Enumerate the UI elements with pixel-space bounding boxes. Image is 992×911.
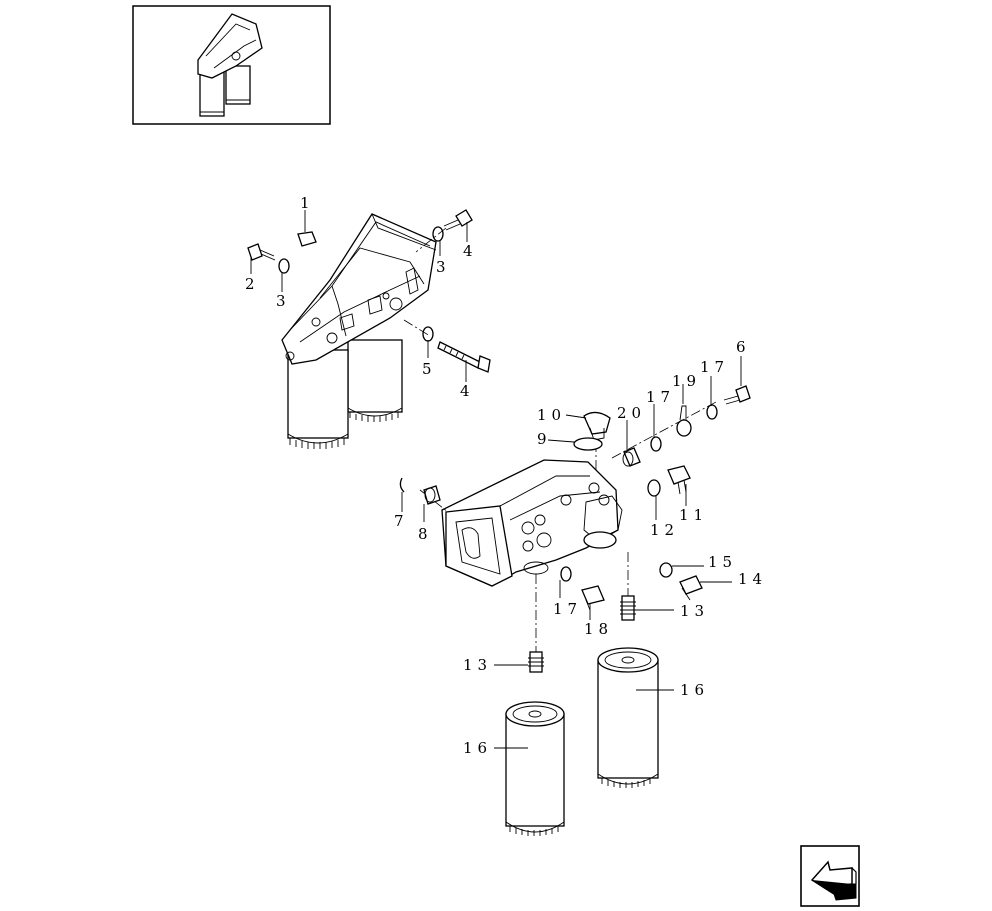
callout-13-left: 13	[463, 656, 492, 674]
part-18-plug	[581, 585, 605, 620]
callout-15: 15	[708, 553, 737, 571]
part-4-long-bolt	[437, 341, 491, 382]
callout-1: 1	[300, 194, 315, 212]
part-2-bolt	[247, 243, 276, 274]
callout-3-left: 3	[276, 292, 291, 310]
callout-17-mid: 17	[646, 388, 675, 406]
callout-11: 11	[679, 506, 708, 524]
part-17-washer-mid	[650, 404, 662, 452]
part-15-washer	[659, 562, 704, 578]
arrow-back-icon	[810, 860, 857, 901]
callout-8: 8	[418, 525, 433, 543]
callout-17-top: 17	[700, 358, 729, 376]
upper-filter-front	[287, 349, 349, 449]
part-20-fitting	[622, 420, 641, 467]
callout-12: 12	[650, 521, 679, 539]
part-8-sleeve	[423, 485, 441, 522]
callout-4-bottom: 4	[460, 382, 475, 400]
thumbnail-assembly-icon	[197, 13, 263, 117]
part-14-plug	[679, 575, 732, 601]
part-5-washer	[422, 326, 434, 358]
upper-filter-assembly	[281, 213, 437, 449]
part-1-nut	[297, 210, 317, 247]
callout-18: 18	[584, 620, 613, 638]
callout-4-top: 4	[463, 242, 478, 260]
part-3-washer-left	[278, 258, 290, 292]
callout-2: 2	[245, 275, 260, 293]
part-19-banjo	[676, 384, 692, 437]
back-nav-button[interactable]	[800, 845, 860, 907]
part-13-nipple-left	[494, 651, 544, 673]
callout-6: 6	[736, 338, 751, 356]
part-17-washer-top	[706, 376, 718, 420]
callout-20: 20	[617, 404, 646, 422]
part-10-plug	[565, 411, 611, 441]
part-4-bolt-top	[443, 209, 473, 242]
callout-16-left: 16	[463, 739, 492, 757]
callout-3-right: 3	[436, 258, 451, 276]
callout-10: 10	[537, 406, 566, 424]
part-13-nipple-right	[620, 595, 674, 621]
part-17-washer-bottom	[559, 566, 572, 598]
callout-13-right: 13	[680, 602, 709, 620]
callout-7: 7	[394, 512, 409, 530]
part-16-filter-left	[494, 701, 565, 836]
callout-14: 14	[738, 570, 767, 588]
callout-9: 9	[537, 430, 552, 448]
callout-19: 19	[672, 372, 701, 390]
callout-16-right: 16	[680, 681, 709, 699]
callout-5: 5	[422, 360, 437, 378]
upper-filter-rear	[347, 339, 403, 422]
part-6-bolt	[723, 356, 751, 405]
part-16-filter-right	[597, 647, 674, 788]
part-12-washer	[647, 479, 661, 520]
thumbnail-frame[interactable]	[132, 5, 331, 125]
part-7-ring	[399, 477, 405, 512]
callout-17-bottom: 17	[553, 600, 582, 618]
part-9-oring	[547, 437, 603, 451]
part-11-plug	[667, 465, 691, 506]
lower-filter-head	[441, 459, 623, 587]
upper-bracket	[281, 213, 437, 365]
